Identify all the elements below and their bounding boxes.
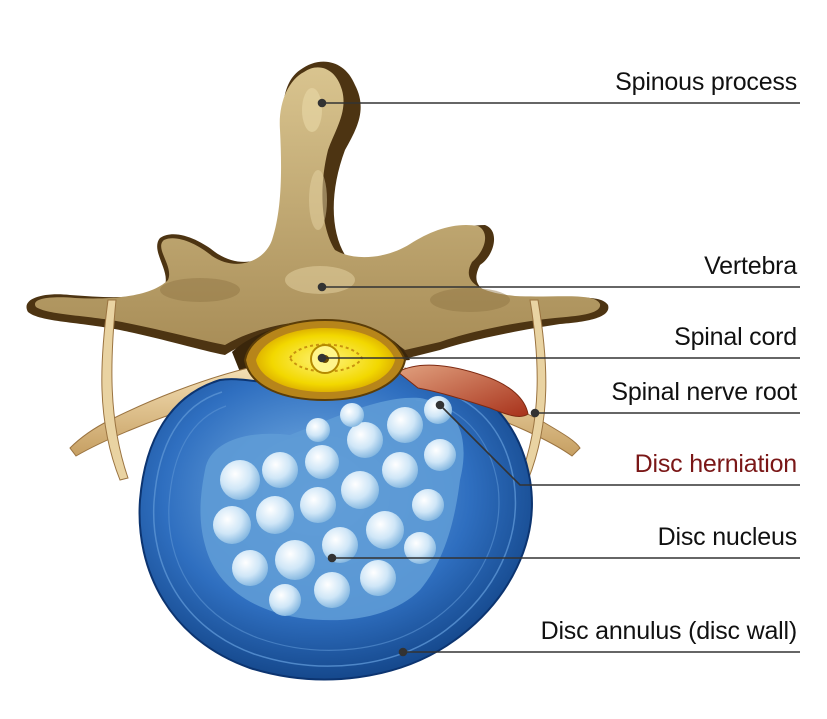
leader-dot-spinal-nerve-root <box>530 408 540 418</box>
leader-dot-disc-annulus <box>398 647 408 657</box>
leader-dot-disc-nucleus <box>327 553 337 563</box>
label-disc-annulus: Disc annulus (disc wall) <box>540 617 798 645</box>
leader-dot-vertebra <box>317 282 327 292</box>
disc-nucleus <box>200 396 464 621</box>
label-vertebra: Vertebra <box>704 252 797 280</box>
label-disc-nucleus: Disc nucleus <box>657 523 798 551</box>
leader-disc-herniation <box>439 404 800 486</box>
leader-dot-spinous-process <box>317 98 327 108</box>
label-spinous-process: Spinous process <box>615 68 797 96</box>
leader-lines <box>317 98 800 657</box>
label-spinal-nerve-root: Spinal nerve root <box>611 378 797 406</box>
leader-dot-spinal-cord <box>317 353 327 363</box>
label-disc-herniation: Disc herniation <box>634 450 798 478</box>
leader-dot-disc-herniation <box>435 400 445 410</box>
label-spinal-cord: Spinal cord <box>674 323 797 351</box>
disc-herniation-bulge <box>397 364 529 417</box>
